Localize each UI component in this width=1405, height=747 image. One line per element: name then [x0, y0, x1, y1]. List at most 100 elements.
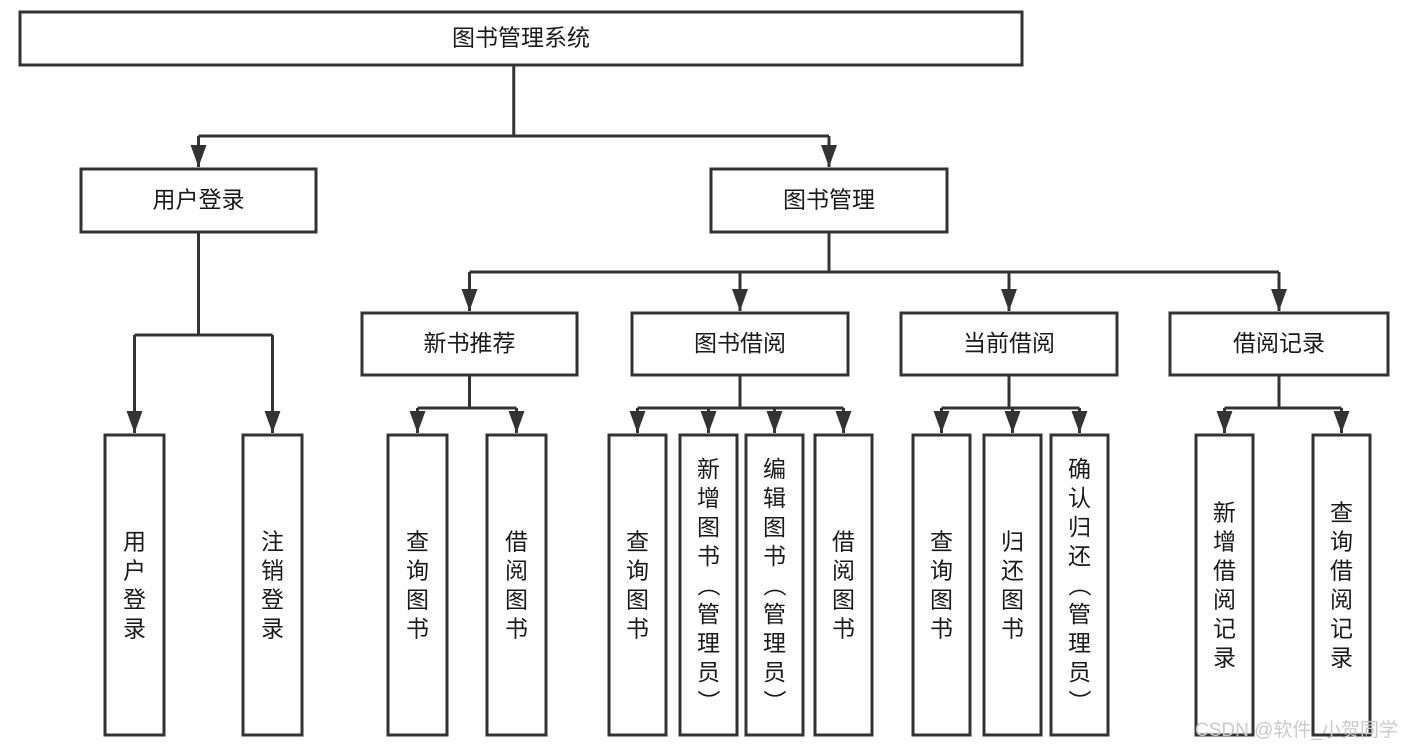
node-leaf-borrow-book-2-rect	[813, 433, 874, 737]
node-leaf-borrow-book-1-label-char: 书	[505, 616, 528, 642]
node-leaf-query-book-2-label-char: 书	[626, 616, 649, 642]
node-leaf-add-borrow-record-label-char: 借	[1213, 558, 1236, 584]
node-leaf-query-borrow-record-label-char: 借	[1330, 558, 1353, 584]
node-leaf-borrow-book-1-label-char: 图	[505, 587, 528, 613]
node-leaf-add-book-label-char: 员	[697, 659, 720, 685]
node-leaf-confirm-return-label-char: 归	[1068, 514, 1091, 540]
node-leaf-edit-book-label-char: 管	[763, 601, 786, 627]
arrow-head-icon	[766, 411, 783, 433]
node-new-book-recommend-label: 新书推荐	[424, 330, 516, 356]
node-user-login-label: 用户登录	[153, 187, 245, 213]
node-leaf-borrow-book-2-label-char: 借	[832, 529, 855, 555]
arrow-head-icon	[732, 289, 748, 311]
arrow-head-icon	[264, 411, 281, 433]
node-leaf-edit-book-label-char: 编	[763, 456, 786, 482]
node-leaf-query-book-2-label-char: 询	[626, 558, 649, 584]
node-leaf-return-book-label-char: 还	[1001, 558, 1024, 584]
connector-lines	[126, 65, 1350, 433]
node-leaf-confirm-return-label-char: 员	[1068, 659, 1091, 685]
node-book-manage[interactable]: 图书管理	[709, 167, 949, 234]
node-boxes: 图书管理系统用户登录图书管理新书推荐图书借阅当前借阅借阅记录用户登录注销登录查询…	[18, 10, 1390, 737]
node-new-book-recommend[interactable]: 新书推荐	[360, 311, 579, 377]
node-new-book-recommend-rect	[360, 311, 579, 377]
arrow-head-icon	[1001, 289, 1017, 311]
node-leaf-edit-book-label-char: 理	[763, 630, 786, 656]
node-leaf-query-book-3-label-char: 图	[930, 587, 953, 613]
node-leaf-query-book-3-label-char: 询	[930, 558, 953, 584]
node-leaf-query-borrow-record-label-char: 录	[1330, 645, 1353, 671]
node-leaf-query-book-1-rect	[386, 433, 449, 737]
node-leaf-edit-book-label-char: ）	[762, 690, 788, 713]
node-leaf-query-borrow-record-rect	[1311, 433, 1372, 737]
node-leaf-add-borrow-record-label-char: 录	[1213, 645, 1236, 671]
node-leaf-user-login[interactable]: 用户登录	[103, 433, 166, 737]
node-leaf-borrow-book-2-label-char: 阅	[832, 558, 855, 584]
node-leaf-confirm-return-label-char: 确	[1068, 456, 1091, 482]
node-borrow-record-label: 借阅记录	[1233, 330, 1325, 356]
arrow-head-icon	[461, 289, 478, 311]
node-leaf-borrow-book-2-label-char: 书	[832, 616, 855, 642]
node-leaf-edit-book-label-char: 员	[763, 659, 786, 685]
arrow-head-icon	[126, 411, 143, 433]
node-leaf-add-book-rect	[678, 433, 739, 737]
node-current-borrow[interactable]: 当前借阅	[899, 311, 1119, 377]
csdn-watermark: CSDN @软件_小贺同学	[1195, 719, 1398, 741]
node-leaf-add-borrow-record-label-char: 记	[1213, 616, 1236, 642]
node-leaf-confirm-return-label-char: ）	[1067, 690, 1093, 713]
node-book-manage-rect	[709, 167, 949, 234]
node-leaf-add-borrow-record-label-char: 增	[1213, 529, 1236, 555]
node-leaf-return-book-label-char: 归	[1001, 529, 1024, 555]
node-leaf-query-book-1-label-char: 书	[406, 616, 429, 642]
node-root-label: 图书管理系统	[452, 25, 590, 51]
node-leaf-user-logout-label-char: 注	[261, 529, 284, 555]
node-leaf-query-book-2-label-char: 查	[626, 529, 649, 555]
node-leaf-query-book-2-rect	[607, 433, 668, 737]
arrow-head-icon	[700, 411, 717, 433]
node-leaf-edit-book-label-char: 辑	[763, 485, 786, 511]
arrow-head-icon	[821, 145, 837, 167]
node-root[interactable]: 图书管理系统	[18, 10, 1024, 67]
node-leaf-user-logout-rect	[241, 433, 304, 737]
node-user-login[interactable]: 用户登录	[79, 167, 318, 234]
arrow-head-icon	[933, 411, 950, 433]
node-book-borrow[interactable]: 图书借阅	[630, 311, 850, 377]
node-leaf-confirm-return-label-char: （	[1067, 574, 1093, 597]
node-leaf-borrow-book-1-label-char: 借	[505, 529, 528, 555]
node-leaf-query-book-1-label-char: 查	[406, 529, 429, 555]
node-leaf-borrow-book-1-label-char: 阅	[505, 558, 528, 584]
node-leaf-edit-book-rect	[744, 433, 805, 737]
node-leaf-edit-book-label-char: 书	[763, 543, 786, 569]
node-leaf-add-book-label-char: 管	[697, 601, 720, 627]
node-leaf-return-book-label-char: 图	[1001, 587, 1024, 613]
node-borrow-record[interactable]: 借阅记录	[1168, 311, 1390, 377]
node-leaf-query-book-2-label-char: 图	[626, 587, 649, 613]
node-book-manage-label: 图书管理	[783, 187, 875, 213]
node-leaf-add-book-label-char: 理	[697, 630, 720, 656]
node-leaf-query-borrow-record-label-char: 询	[1330, 529, 1353, 555]
arrow-head-icon	[1333, 411, 1350, 433]
node-leaf-confirm-return-label-char: 管	[1068, 601, 1091, 627]
node-leaf-query-book-1-label-char: 图	[406, 587, 429, 613]
node-leaf-add-borrow-record-rect	[1194, 433, 1255, 737]
arrow-head-icon	[835, 411, 852, 433]
node-leaf-user-logout-label-char: 登	[261, 587, 284, 613]
node-leaf-return-book-label-char: 书	[1001, 616, 1024, 642]
arrow-head-icon	[1004, 411, 1021, 433]
arrow-head-icon	[508, 411, 525, 433]
node-leaf-confirm-return-label-char: 认	[1068, 485, 1091, 511]
node-leaf-query-book-1-label-char: 询	[406, 558, 429, 584]
